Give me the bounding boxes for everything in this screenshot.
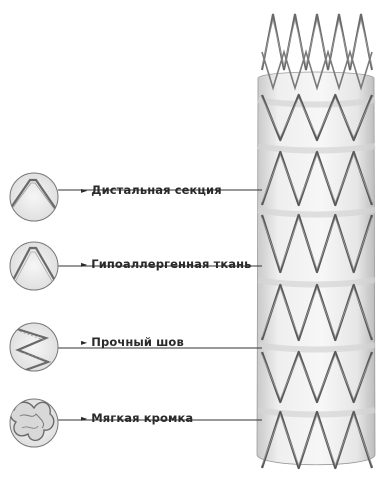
bullet-icon: ► <box>81 338 87 347</box>
bullet-icon: ► <box>81 414 87 423</box>
label-text: Прочный шов <box>91 335 184 349</box>
label-text: Дистальная секция <box>91 183 221 197</box>
label-soft-edge: ► Мягкая кромка <box>81 411 193 425</box>
detail-circle-suture <box>10 323 58 372</box>
detail-circle-fabric <box>10 242 58 290</box>
label-distal-section: ► Дистальная секция <box>81 183 222 197</box>
leader-lines <box>58 190 262 420</box>
crown-wire-inner <box>262 20 372 66</box>
label-hypoallergenic-fabric: ► Гипоаллергенная ткань <box>81 257 252 271</box>
detail-circle-edge <box>10 399 58 447</box>
detail-circle-distal <box>8 173 58 221</box>
label-text: Мягкая кромка <box>91 411 193 425</box>
label-strong-suture: ► Прочный шов <box>81 335 184 349</box>
label-text: Гипоаллергенная ткань <box>91 257 251 271</box>
bullet-icon: ► <box>81 186 87 195</box>
bullet-icon: ► <box>81 260 87 269</box>
